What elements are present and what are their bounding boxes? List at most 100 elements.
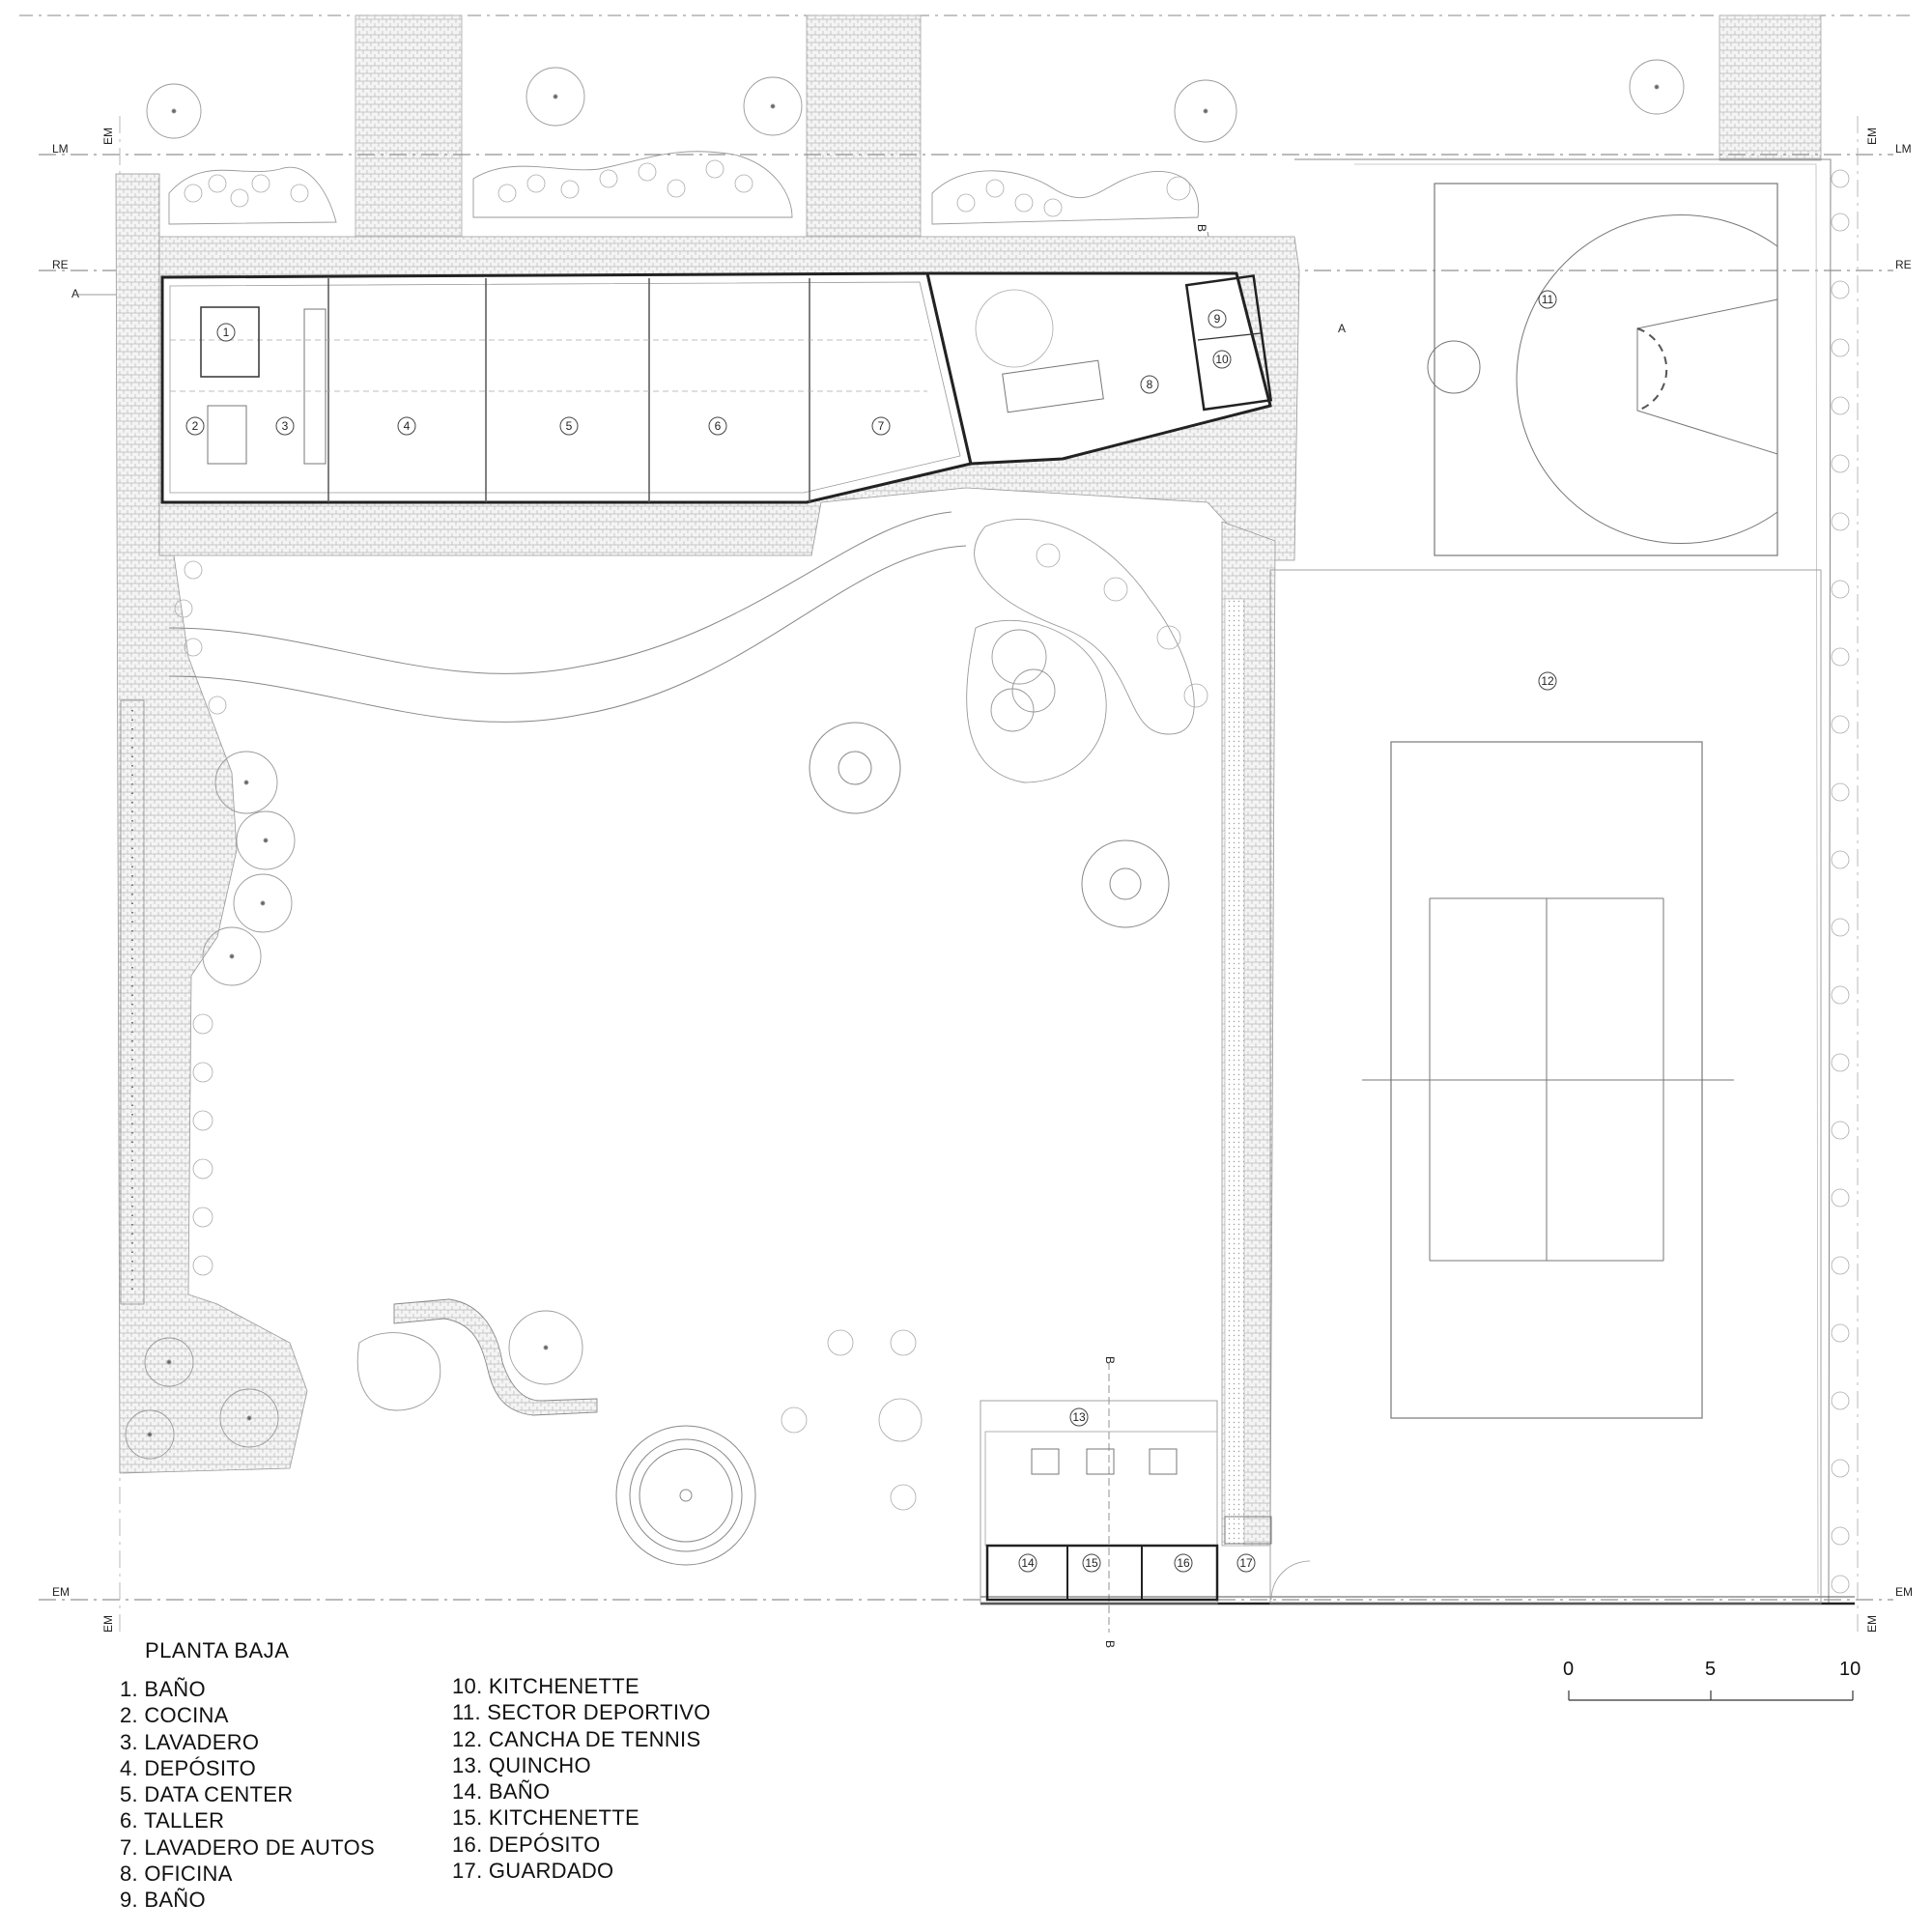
grid-label-a-left: A (71, 287, 79, 300)
legend-item: 16. DEPÓSITO (452, 1832, 601, 1857)
room-number-5: 5 (566, 419, 573, 433)
planting-bed (356, 1332, 441, 1411)
room-number-marker (1082, 1553, 1101, 1573)
legend-item: 7. LAVADERO DE AUTOS (120, 1834, 375, 1860)
laundry-counter (303, 308, 327, 465)
storage-door-swing (1270, 1560, 1311, 1601)
room-number-17: 17 (1239, 1556, 1253, 1570)
shrub-group (174, 159, 1208, 1511)
room-number-marker (397, 416, 416, 436)
legend-item: 5. DATA CENTER (120, 1782, 294, 1807)
room-number-15: 15 (1085, 1556, 1098, 1570)
bath-divider (1197, 332, 1262, 341)
room-number-13: 13 (1072, 1410, 1086, 1424)
legend-item: 17. GUARDADO (452, 1859, 614, 1884)
legend-item: 2. COCINA (120, 1703, 229, 1728)
section-label-b-top: B (1195, 224, 1208, 232)
grid-label-em-vertical-right-top: EM (1865, 128, 1879, 145)
room-number-marker (559, 416, 579, 436)
planting-bed (966, 619, 1107, 783)
sports-center-circle (1427, 340, 1481, 394)
room-number-marker (1538, 671, 1557, 691)
room-number-1: 1 (223, 326, 230, 339)
room-number-4: 4 (404, 419, 411, 433)
curved-walkway (168, 545, 967, 723)
room-number-7: 7 (878, 419, 885, 433)
room-number-11: 11 (1542, 293, 1554, 306)
legend-item: 4. DEPÓSITO (120, 1755, 257, 1780)
room-number-8: 8 (1147, 378, 1153, 391)
room-number-marker (1212, 350, 1232, 369)
paving-strip (806, 14, 922, 239)
room-number-3: 3 (282, 419, 289, 433)
scale-label-5: 5 (1705, 1659, 1716, 1680)
section-label-b-bottom-top: B (1103, 1356, 1117, 1364)
legend-item: 14. BAÑO (452, 1779, 551, 1804)
paving-strip (355, 14, 463, 239)
legend-item: 11. SECTOR DEPORTIVO (452, 1700, 711, 1725)
room-number-marker (275, 416, 295, 436)
room-number-9: 9 (1214, 312, 1221, 326)
curved-bench (393, 1298, 598, 1416)
room-number-marker (1174, 1553, 1193, 1573)
quincho-service-block (985, 1544, 1219, 1602)
room-number-6: 6 (715, 419, 722, 433)
room-number-marker (1208, 309, 1227, 328)
scale-label-10: 10 (1839, 1659, 1861, 1680)
legend-item: 1. BAÑO (120, 1677, 206, 1701)
fountain (615, 722, 1170, 1566)
room-number-marker (1236, 1553, 1256, 1573)
scale-label-0: 0 (1563, 1659, 1574, 1680)
office-rug (975, 289, 1054, 368)
room-number-2: 2 (192, 419, 199, 433)
curved-walkway (168, 511, 952, 674)
section-label-b-bottom-bottom: B (1103, 1640, 1117, 1648)
left-fence (120, 699, 145, 1305)
basketball-key (1636, 298, 1778, 455)
room-number-marker (871, 416, 891, 436)
office-table (1002, 359, 1104, 413)
grid-label-em-bottom-right: EM (1895, 1585, 1913, 1599)
tree-group (125, 59, 1685, 1460)
quincho-grill (1031, 1448, 1060, 1475)
planting-bed (974, 518, 1195, 735)
grid-label-em-vertical-left-top: EM (101, 128, 115, 145)
room-number-marker (1069, 1407, 1089, 1427)
section-label-a-right: A (1338, 322, 1346, 335)
dotted-strip (1224, 598, 1245, 1547)
room-number-marker (1018, 1553, 1037, 1573)
tennis-court-area (1269, 569, 1822, 1605)
room-number-marker (1538, 290, 1557, 309)
quincho-grill (1086, 1448, 1115, 1475)
room-number-14: 14 (1021, 1556, 1035, 1570)
legend-item: 10. KITCHENETTE (452, 1674, 639, 1698)
top-garden-bed (472, 151, 793, 218)
room-number-10: 10 (1215, 353, 1229, 366)
legend-item: 6. TALLER (120, 1808, 225, 1833)
grid-label-re-left: RE (52, 258, 69, 271)
room-number-marker (216, 323, 236, 342)
sports-sector (1434, 183, 1778, 556)
legend-item: 8. OFICINA (120, 1861, 233, 1887)
bath-room-1 (200, 306, 260, 378)
right-tree-row (1831, 169, 1850, 1594)
grid-label-lm-right: LM (1895, 142, 1912, 156)
basketball-arc (1516, 214, 1778, 544)
legend-item: 9. BAÑO (120, 1888, 206, 1913)
paving-strip (1719, 14, 1822, 161)
grid-label-em-bottom-left: EM (52, 1585, 70, 1599)
room-number-marker (708, 416, 727, 436)
main-building-inner (169, 281, 961, 494)
kitchen-counter (207, 405, 247, 465)
room-number-marker (185, 416, 205, 436)
legend-item: 15. KITCHENETTE (452, 1805, 639, 1831)
room-number-marker (1140, 375, 1159, 394)
right-perimeter-inner (1354, 163, 1819, 1595)
grid-label-lm-left: LM (52, 142, 69, 156)
bath-9-block (1184, 274, 1273, 412)
quincho-grill (1149, 1448, 1178, 1475)
right-perimeter (1294, 158, 1832, 1605)
